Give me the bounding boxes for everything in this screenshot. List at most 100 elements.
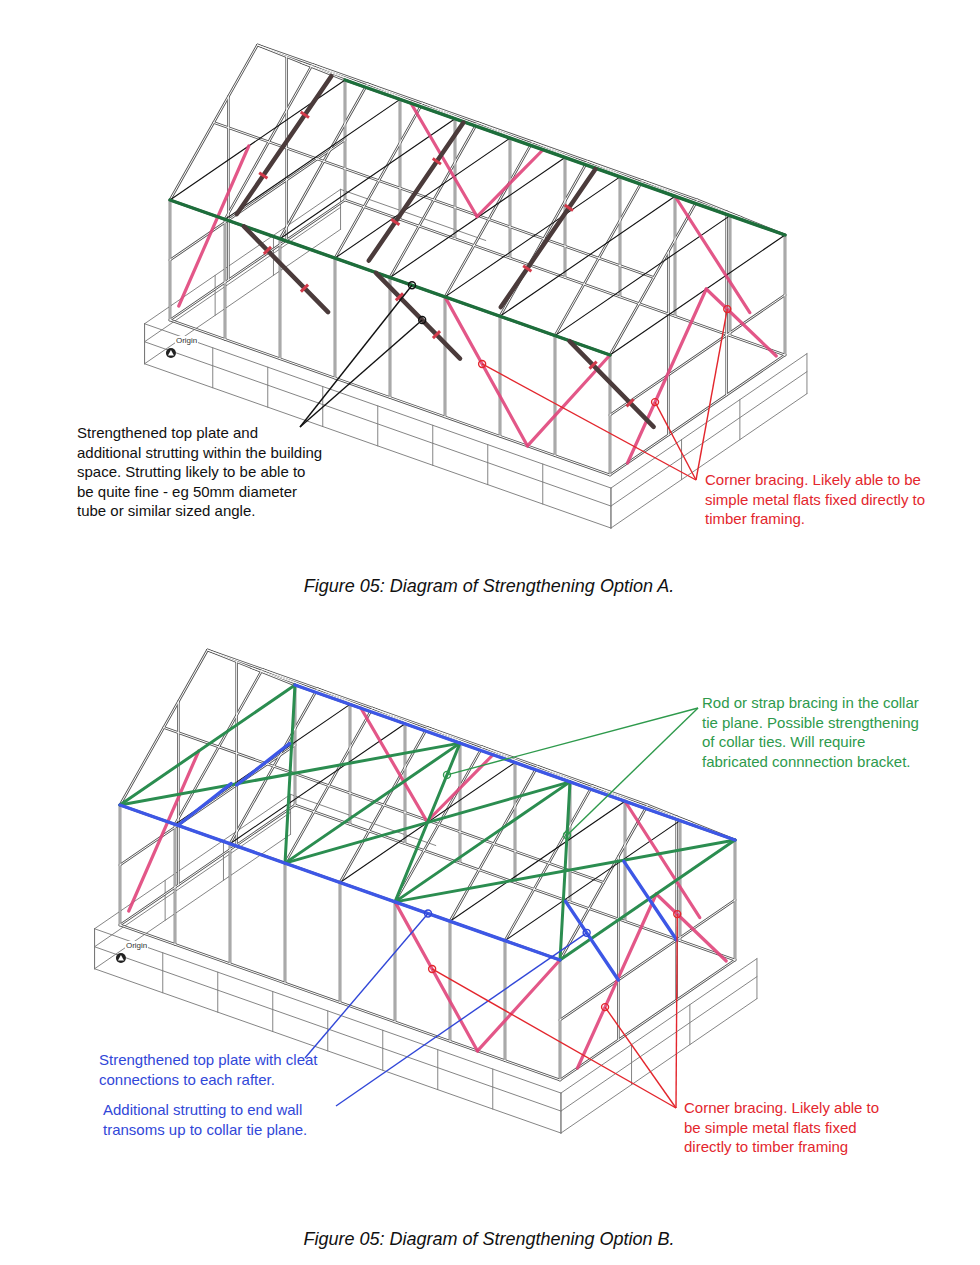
plinth-line [94,929,95,969]
leader-marker [425,910,432,917]
timber-member-core [170,200,610,355]
origin-symbol [166,348,176,358]
timber-member-outline [667,252,670,435]
strut-mark [301,112,309,118]
timber-member-outline [339,883,342,1003]
plinth-line [681,440,682,480]
timber-member-core [620,177,621,297]
collar-plane-brace [560,840,735,960]
timber-member-outline [459,743,462,863]
timber-member-outline [617,857,620,1040]
corner-brace [628,289,707,463]
ceiling-tie-group [170,80,785,355]
plinth-line [610,488,611,528]
leader-marker [602,1004,609,1011]
plinth-line [561,959,757,1093]
plinth-line [382,1030,383,1070]
plinth-line [144,324,145,364]
plinth-line [340,189,341,229]
internal-strut [369,123,463,261]
timber-member-outline [610,295,785,415]
ceiling-tie [120,685,295,805]
corner-brace [675,196,750,312]
timber-member-core [225,219,226,339]
end-wall-strut [624,861,677,940]
timber-member-outline [389,278,392,398]
plinth-line [267,367,268,407]
strut-mark [523,266,531,272]
leader-marker [674,911,681,918]
timber-member-core [726,212,727,395]
timber-member-outline [208,650,648,805]
timber-member-core-group [170,45,785,475]
ceiling-tie [555,216,730,336]
timber-member-core [505,941,506,1061]
figure-caption: Figure 05: Diagram of Strengthening Opti… [0,575,979,598]
strut-mark [627,399,634,406]
timber-member-core [560,960,735,1080]
timber-member-outline [560,960,735,1080]
end-wall-strut [566,901,619,980]
ceiling-tie [285,743,460,863]
timber-member-core [680,821,681,941]
strut-marks [259,112,633,406]
timber-member-outline [229,844,232,964]
strengthened-top-plate [295,685,735,840]
strut-mark [433,331,440,338]
timber-member-outline [499,316,502,436]
ceiling-tie [505,821,680,941]
leader-marker [409,282,416,289]
plinth-line [561,977,757,1111]
callout-note: Corner bracing. Likely able to be simple… [684,1098,886,1157]
origin-dot [116,953,126,963]
corner-brace-group [129,708,727,1068]
timber-member-core [610,295,785,415]
leader-marker [429,965,436,972]
timber-member-core [390,278,391,398]
origin-symbol [116,953,126,963]
timber-member-core [301,63,741,218]
leader-line [482,364,696,480]
timber-member-core [618,857,619,1040]
callout-note: Rod or strap bracing in the collar tie p… [702,693,934,771]
corner-brace [445,297,528,446]
leader-marker [652,399,659,406]
timber-member-outline [444,297,447,417]
timber-member-outline [449,921,452,1041]
timber-member-outline [674,196,677,316]
origin-triangle [118,955,124,961]
origin-label: Origin [175,336,198,346]
plinth-line [290,794,291,834]
leader-marker [724,306,731,313]
corner-brace [411,103,477,216]
plinth-line [689,1005,690,1045]
timber-member-outline [509,138,512,258]
plinth-line [94,929,95,969]
strut-mark [433,158,441,164]
timber-member-outline [729,216,732,336]
timber-member-core [610,355,785,475]
plinth-line [631,1045,632,1085]
leader-line [655,402,696,480]
strut-mark [264,247,271,254]
leader-marker [479,360,486,367]
plinth-line [756,959,757,999]
plinth-line [272,992,273,1032]
corner-brace [179,146,249,306]
option-b-figure [95,650,757,1133]
plinth-line [144,324,145,364]
timber-member-core [258,45,698,200]
corner-brace-group [179,103,777,463]
timber-member-outline [251,668,691,823]
timber-member-core [236,662,237,845]
timber-member-core [286,57,287,240]
timber-member-core [170,200,345,320]
ceiling-tie [335,138,510,258]
timber-member-outline [279,239,282,359]
plinth-line [377,406,378,446]
internal-strut [570,341,654,427]
collar-plane-brace [395,782,570,902]
timber-member-outline [504,941,507,1061]
plinth-line [215,275,216,315]
ceiling-tie-group [120,685,735,960]
